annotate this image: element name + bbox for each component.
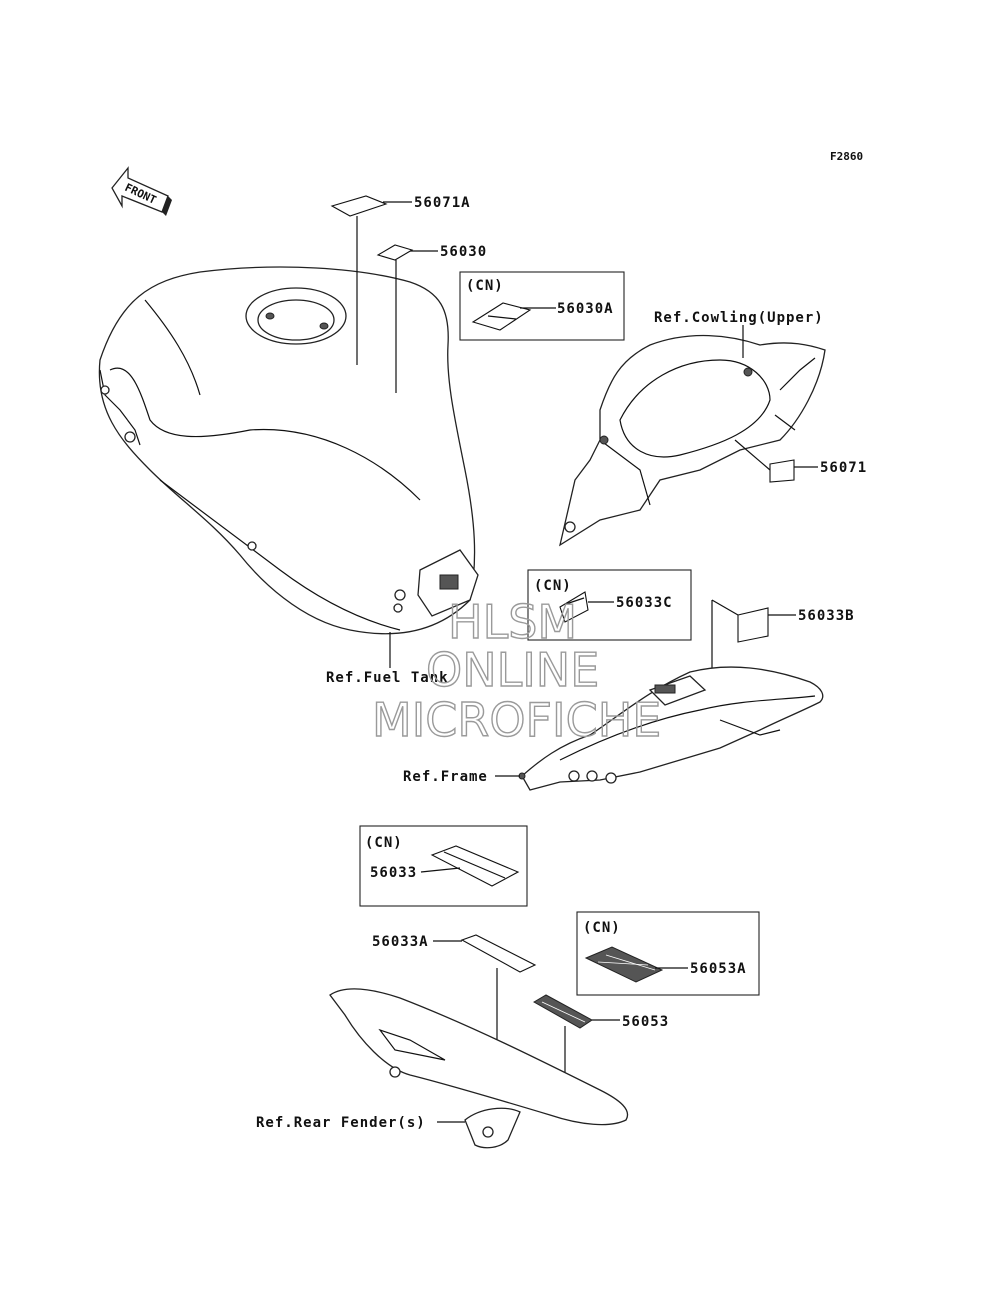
rear-fender-drawing: Ref.Rear Fender(s) xyxy=(256,988,629,1149)
cn-tag-56033C: (CN) xyxy=(534,578,572,594)
cn-tag-56030A: (CN) xyxy=(466,278,504,294)
decal-56033B: 56033B xyxy=(711,599,855,730)
ref-frame: Ref.Frame xyxy=(403,769,488,785)
figure-code: F2860 xyxy=(830,150,863,163)
part-number-56053A: 56053A xyxy=(690,961,747,977)
cn-box-56053A: (CN) 56053A xyxy=(576,911,760,996)
cn-box-56033: (CN) 56033 xyxy=(359,825,528,907)
cowling-drawing: Ref.Cowling(Upper) xyxy=(559,310,826,547)
cn-tag-56053A: (CN) xyxy=(583,920,621,936)
decal-56033A: 56033A xyxy=(372,934,537,1045)
cn-box-56030A: (CN) 56030A xyxy=(459,271,625,341)
part-number-56033C: 56033C xyxy=(616,595,673,611)
part-number-56071: 56071 xyxy=(820,460,867,476)
decal-56071A: 56071A xyxy=(330,195,471,365)
decal-56053: 56053 xyxy=(532,994,669,1088)
part-number-56071A: 56071A xyxy=(414,195,471,211)
decal-56030: 56030 xyxy=(376,244,487,393)
part-number-56053: 56053 xyxy=(622,1014,669,1030)
watermark-line-2: ONLINE xyxy=(426,643,599,697)
decal-56071: 56071 xyxy=(734,439,867,483)
part-number-56033B: 56033B xyxy=(798,608,855,624)
ref-cowling-upper: Ref.Cowling(Upper) xyxy=(654,310,824,326)
fuel-tank-drawing xyxy=(98,266,479,635)
frame-drawing: Ref.Frame xyxy=(403,666,824,791)
watermark: HLSM ONLINE MICROFICHE xyxy=(371,594,662,747)
cn-tag-56033: (CN) xyxy=(365,835,403,851)
part-number-56030: 56030 xyxy=(440,244,487,260)
part-number-56033A: 56033A xyxy=(372,934,429,950)
part-number-56033: 56033 xyxy=(370,865,417,881)
watermark-line-1: HLSM xyxy=(448,595,577,649)
watermark-line-3: MICROFICHE xyxy=(372,693,661,747)
part-number-56030A: 56030A xyxy=(557,301,614,317)
fuel-tank-ref: Ref.Fuel Tank xyxy=(326,632,449,686)
ref-fuel-tank: Ref.Fuel Tank xyxy=(326,670,449,686)
ref-rear-fender: Ref.Rear Fender(s) xyxy=(256,1115,426,1131)
front-arrow-icon: FRONT xyxy=(111,166,172,216)
cn-box-56033C: (CN) 56033C xyxy=(527,569,692,641)
